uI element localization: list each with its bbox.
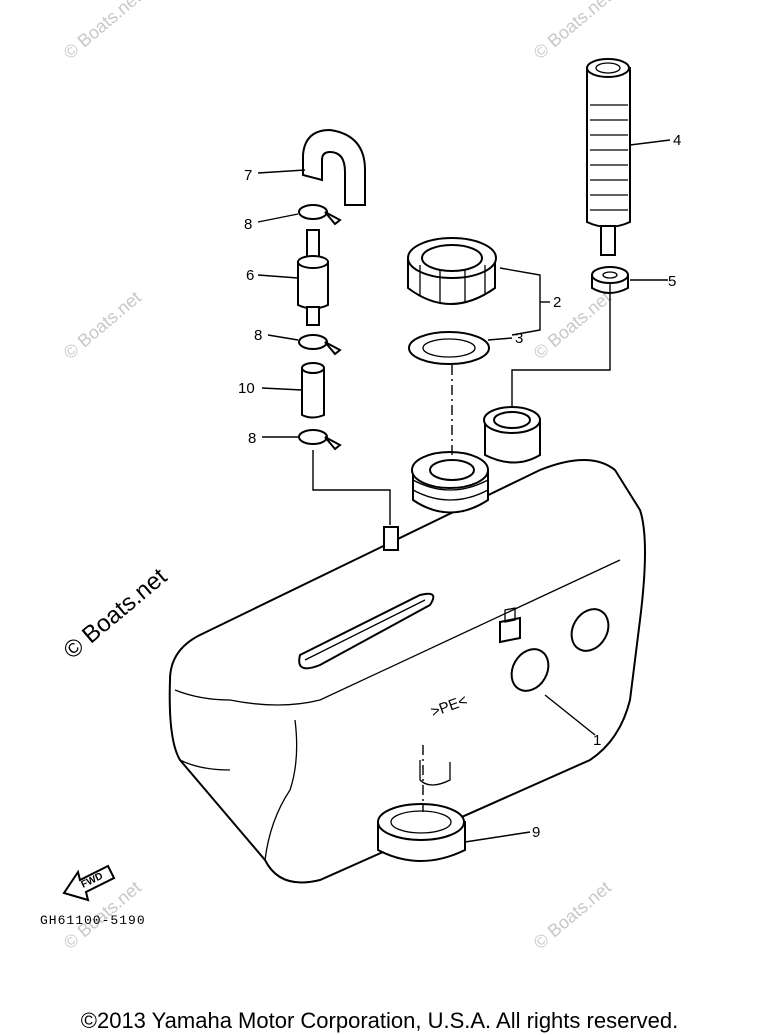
callout-5: 5 (668, 273, 676, 290)
callout-6: 6 (246, 267, 254, 284)
watermark: © Boats.net (530, 287, 615, 363)
parts-diagram: © Boats.net © Boats.net © Boats.net © Bo… (59, 0, 682, 953)
watermark: © Boats.net (60, 0, 145, 63)
diagram-code: GH61100-5190 (40, 913, 146, 928)
watermark: © Boats.net (530, 0, 615, 63)
fuel-filter-element[interactable] (586, 58, 631, 256)
fwd-arrow-icon: FWD (62, 864, 116, 902)
drain-cap[interactable] (377, 803, 466, 862)
filler-cap[interactable] (407, 237, 497, 305)
watermark: © Boats.net (60, 287, 145, 363)
fuel-hose[interactable] (302, 128, 366, 206)
short-hose[interactable] (301, 362, 325, 419)
tank-filler-neck (411, 406, 541, 514)
callout-8: 8 (254, 327, 262, 344)
grommet[interactable] (591, 266, 629, 294)
fuel-tank[interactable]: >PE< (168, 459, 646, 884)
assembly-lines (312, 283, 611, 812)
cap-gasket[interactable] (408, 331, 490, 365)
copyright-notice: ©2013 Yamaha Motor Corporation, U.S.A. A… (80, 1008, 679, 1033)
hose-clip[interactable] (298, 334, 342, 356)
hose-clip[interactable] (298, 429, 342, 451)
watermark: © Boats.net (530, 877, 615, 953)
callout-2: 2 (553, 294, 561, 311)
watermark-bold: © Boats.net (59, 563, 173, 665)
callout-8: 8 (244, 216, 252, 233)
callout-4: 4 (673, 132, 681, 149)
callout-3: 3 (515, 330, 523, 347)
inline-fuel-filter[interactable] (297, 229, 329, 326)
hose-clip[interactable] (298, 204, 342, 226)
callout-9: 9 (532, 824, 540, 841)
leader-lines (257, 139, 671, 843)
callout-1: 1 (593, 732, 601, 749)
callout-8: 8 (248, 430, 256, 447)
tank-fitting (383, 526, 399, 551)
callouts: 1 2 3 4 5 6 7 8 8 8 9 10 (238, 132, 681, 841)
callout-7: 7 (244, 167, 252, 184)
callout-10: 10 (238, 380, 255, 397)
